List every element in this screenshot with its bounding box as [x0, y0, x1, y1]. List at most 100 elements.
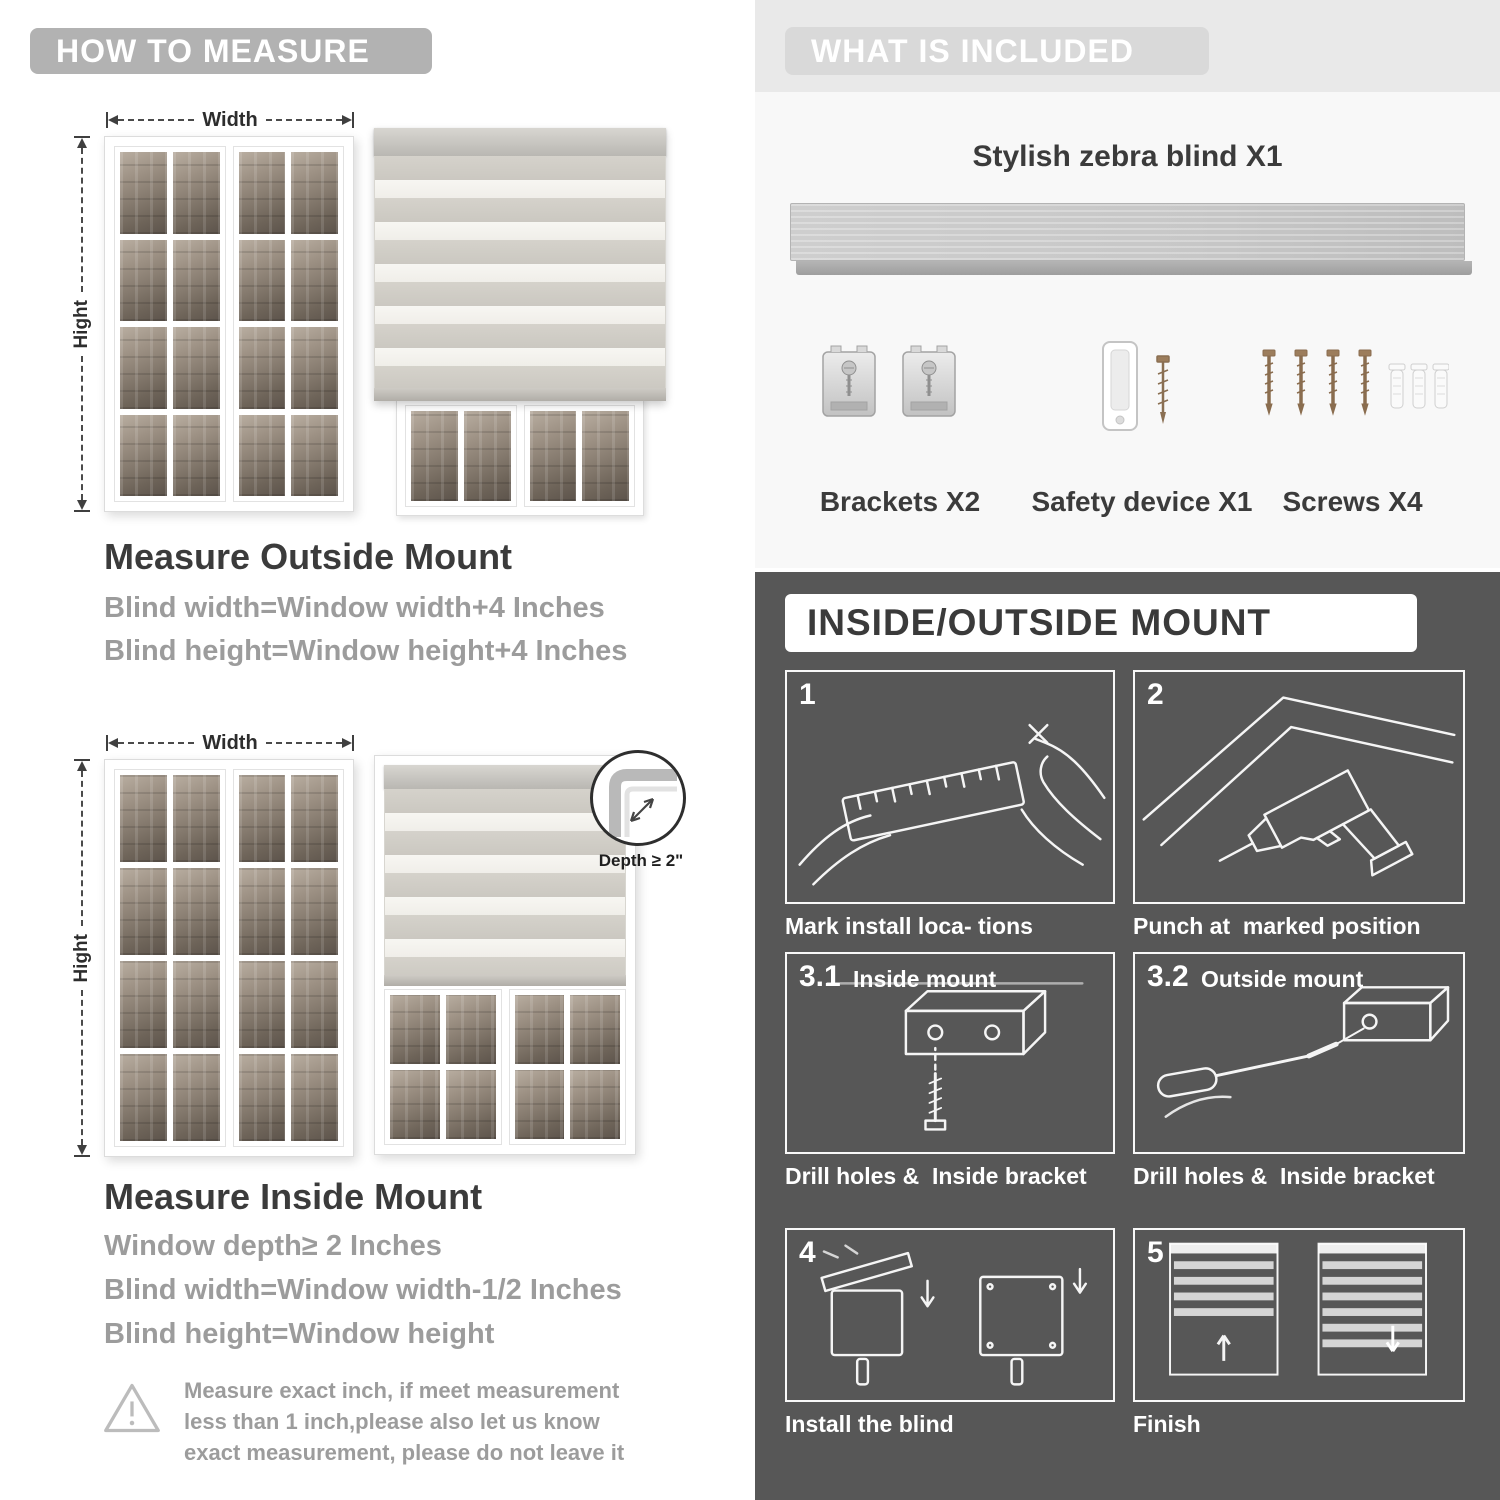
- height-arrow: Hight: [71, 136, 92, 513]
- arrow-tick: [352, 112, 355, 128]
- window-pane: [463, 411, 511, 501]
- height-label: Hight: [71, 933, 92, 983]
- outside-mount-label: Outside mount: [1201, 966, 1364, 992]
- inside-mount-line: Blind height=Window height: [104, 1318, 495, 1350]
- dashed-line: [81, 990, 83, 1146]
- install-blind-illustration: [820, 1244, 1088, 1386]
- step-number: 5: [1147, 1236, 1164, 1269]
- step-caption: Drill holes & Inside bracket: [1133, 1163, 1435, 1189]
- step-3-1-panel: 3.1 Inside mount: [785, 952, 1115, 1154]
- window-pane: [390, 995, 440, 1064]
- blind-bottom-rail: [374, 388, 666, 401]
- step-2-panel: 2: [1133, 670, 1465, 904]
- step-3-1: 3.1 Inside mount Drill holes & Inside br…: [785, 952, 1115, 1190]
- window-pane: [238, 239, 286, 321]
- arrow-tick: [352, 735, 355, 751]
- window-pane: [570, 995, 620, 1064]
- arrow-tick: [74, 759, 90, 761]
- window-pane: [291, 868, 338, 955]
- window-pane: [172, 414, 220, 496]
- width-label: Width: [202, 731, 258, 754]
- inside-mount-label: Inside mount: [853, 966, 997, 992]
- step-4: 4 Install the blind: [785, 1228, 1115, 1438]
- safety-device-icon: [1085, 338, 1205, 438]
- arrow-tick: [74, 136, 90, 138]
- step-caption: Install the blind: [785, 1411, 954, 1437]
- width-arrow: Width: [106, 731, 355, 754]
- how-to-measure-section: HOW TO MEASURE Width Hight: [30, 28, 686, 1465]
- inside-bracket-illustration: [826, 982, 1084, 1131]
- mount-guide-section: INSIDE/OUTSIDE MOUNT: [755, 572, 1500, 1500]
- window-pane: [172, 327, 220, 409]
- blind-stripes: [384, 789, 626, 975]
- window-pane: [514, 1070, 565, 1139]
- how-to-measure-header: HOW TO MEASURE: [30, 28, 432, 74]
- dashed-line: [118, 742, 195, 744]
- step-number: 4: [799, 1236, 816, 1269]
- window-pane: [291, 327, 338, 409]
- dashed-line: [118, 119, 195, 121]
- step-3-2-panel: 3.2 Outside mount: [1133, 952, 1465, 1154]
- window-sash: [232, 146, 344, 502]
- brackets-label: Brackets X2: [819, 486, 981, 517]
- width-label: Width: [202, 108, 258, 131]
- window-pane: [291, 414, 338, 496]
- outside-mount-line: Blind width=Window width+4 Inches: [104, 592, 605, 624]
- zebra-blind-inside-illustration: [374, 755, 636, 1155]
- window-pane: [238, 414, 286, 496]
- measure-note: Measure exact inch, if meet measurement …: [184, 1378, 625, 1465]
- zebra-blind-outside-illustration: [374, 128, 666, 516]
- arrowhead-up-icon: [77, 761, 87, 771]
- window-pane: [411, 411, 458, 501]
- window-pane: [238, 152, 286, 234]
- step-number: 3.1: [799, 960, 841, 993]
- window-sash: [405, 405, 517, 507]
- dashed-line: [81, 771, 83, 926]
- step-1: 1 Mark install loca- tions: [785, 670, 1115, 940]
- blind-cassette: [384, 765, 626, 789]
- arrow-tick: [106, 735, 108, 751]
- step-4-panel: 4: [785, 1228, 1115, 1402]
- window-illustration: [104, 136, 354, 512]
- blind-bottom-rail: [384, 975, 626, 986]
- window-pane: [120, 775, 167, 862]
- arrow-tick: [74, 1155, 90, 1158]
- arrowhead-right-icon: [342, 738, 353, 748]
- dashed-line: [81, 148, 83, 292]
- screws-icon: [1253, 346, 1449, 430]
- arrowhead-right-icon: [342, 115, 353, 125]
- window-pane: [529, 411, 577, 501]
- zebra-blind: [374, 128, 666, 401]
- window-sash: [384, 989, 502, 1145]
- safety-device-label: Safety device X1: [1031, 486, 1253, 517]
- blind-headrail-illustration: [790, 203, 1465, 261]
- blind-headrail-lip: [796, 261, 1472, 275]
- window-pane: [172, 775, 220, 862]
- window-sash: [523, 405, 635, 507]
- window-sash: [114, 146, 226, 502]
- window-pane: [172, 868, 220, 955]
- step-number: 1: [799, 678, 816, 711]
- window-pane: [238, 327, 286, 409]
- window-pane: [172, 961, 220, 1048]
- window-pane: [172, 1054, 220, 1141]
- step-caption: Drill holes & Inside bracket: [785, 1163, 1087, 1189]
- what-is-included-header: WHAT IS INCLUDED: [785, 27, 1209, 75]
- included-card: Stylish zebra blind X1: [755, 92, 1500, 568]
- window-sash: [114, 769, 226, 1147]
- window-pane: [120, 327, 167, 409]
- window-illustration: [396, 396, 644, 516]
- window-pane: [120, 414, 167, 496]
- window-pane: [291, 775, 338, 862]
- step-3-2: 3.2 Outside mount Drill holes & Inside b…: [1133, 952, 1465, 1190]
- step-number: 2: [1147, 678, 1164, 711]
- height-label: Hight: [71, 299, 92, 349]
- window-pane: [120, 868, 167, 955]
- warning-triangle-icon: [102, 1380, 162, 1436]
- width-arrow: Width: [106, 108, 355, 131]
- brackets-icons: [817, 342, 961, 428]
- outside-mount-line: Blind height=Window height+4 Inches: [104, 635, 628, 667]
- arrowhead-left-icon: [108, 738, 118, 748]
- mount-guide-header: INSIDE/OUTSIDE MOUNT: [785, 594, 1417, 652]
